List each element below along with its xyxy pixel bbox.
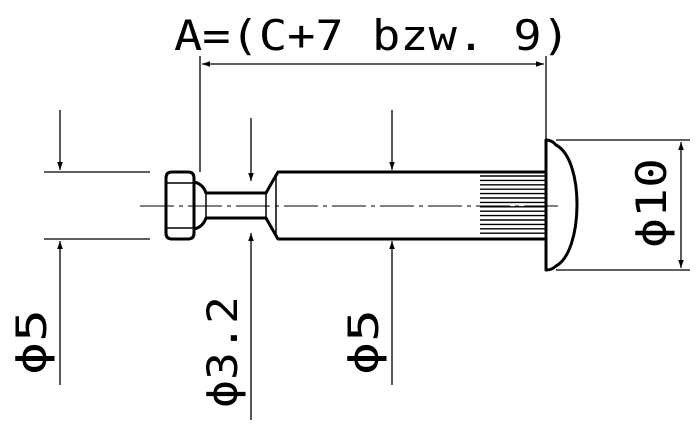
length-label: A=(C+7 bzw. 9) <box>174 11 570 60</box>
rivet-head <box>544 138 579 272</box>
neck-diameter-label: ϕ3.2 <box>198 296 247 408</box>
head-diameter-label: ϕ10 <box>627 158 676 248</box>
rivet-part <box>164 138 579 272</box>
knurl-lines <box>480 175 546 234</box>
left-diameter-label: ϕ5 <box>7 309 56 375</box>
shaft-diameter-label: ϕ5 <box>339 309 388 375</box>
length-dimension: A=(C+7 bzw. 9) <box>174 11 570 172</box>
head-diameter-dimension: ϕ10 <box>556 139 690 271</box>
pin-end <box>164 170 196 241</box>
shaft-diameter-dimension: ϕ5 <box>339 110 395 385</box>
neck-diameter-dimension: ϕ3.2 <box>198 118 254 420</box>
left-diameter-dimension: ϕ5 <box>7 110 150 385</box>
